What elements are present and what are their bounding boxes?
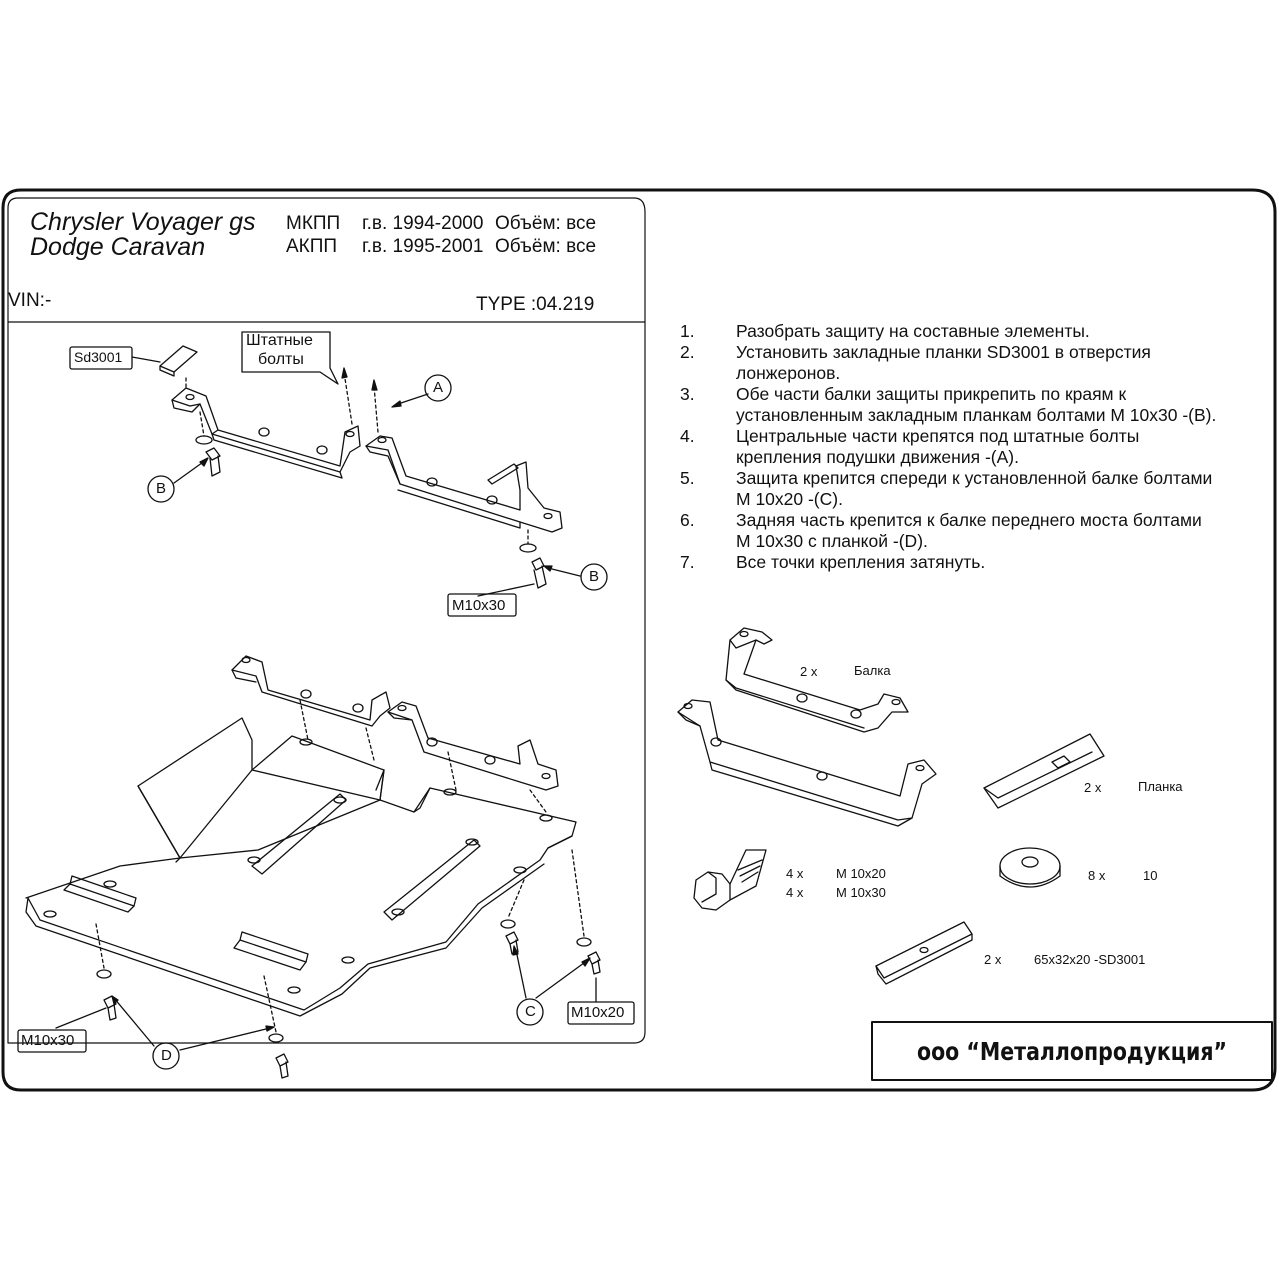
years-1: г.в. 1994-2000: [362, 213, 484, 234]
instruction-item: 7.Все точки крепления затянуть.: [680, 552, 986, 572]
bolt-m10x30-label-bottom: M10x30: [21, 1032, 75, 1049]
callout-a: A: [433, 379, 444, 396]
model-line-2: Dodge Caravan: [30, 233, 206, 261]
insert-name: 65x32x20 -SD3001: [1034, 952, 1146, 967]
left-panel-border: [7, 197, 646, 1044]
outer-border: [1, 188, 1277, 1092]
skid-plate-outline: [137, 717, 253, 859]
sd3001-label: Sd3001: [74, 349, 123, 365]
instruction-item: 6.Задняя часть крепится к балке переднег…: [680, 510, 1202, 551]
vin-label: VIN:-: [8, 290, 52, 311]
insert-qty: 2 x: [984, 952, 1002, 967]
volume-1: Объём: все: [495, 213, 597, 234]
callout-c: C: [525, 1003, 536, 1020]
company-name: ооо “Металлопродукция”: [917, 1036, 1227, 1066]
washer-qty: 8 x: [1088, 868, 1106, 883]
callout-b-right: B: [589, 568, 600, 585]
stock-bolts-label-2: болты: [258, 351, 304, 368]
bolt-size-1: M 10x20: [836, 866, 886, 881]
transmission-1: МКПП: [286, 213, 341, 234]
instruction-item: 4.Центральные части крепятся под штатные…: [680, 426, 1140, 467]
beam-qty: 2 x: [800, 664, 818, 679]
callout-d: D: [161, 1047, 172, 1064]
instruction-list: 1.Разобрать защиту на составные элементы…: [680, 321, 1260, 573]
beam-name: Балка: [854, 663, 891, 678]
stock-bolts-callout-shape: [241, 331, 339, 385]
transmission-2: АКПП: [286, 236, 338, 257]
company-box: [871, 1021, 1273, 1081]
bolt-qty-2: 4 x: [786, 885, 804, 900]
bolt-qty-1: 4 x: [786, 866, 804, 881]
instruction-item: 5.Защита крепится спереди к установленно…: [680, 468, 1213, 509]
bolt-size-2: M 10x30: [836, 885, 886, 900]
instruction-item: 3.Обе части балки защиты прикрепить по к…: [680, 384, 1217, 425]
instruction-item: 1.Разобрать защиту на составные элементы…: [680, 321, 1090, 341]
instruction-item: 2.Установить закладные планки SD3001 в о…: [680, 342, 1151, 383]
plate-name: Планка: [1138, 779, 1183, 794]
type-label: TYPE :04.219: [476, 294, 595, 315]
model-line-1: Chrysler Voyager gs: [30, 208, 256, 236]
callout-b-left: B: [156, 480, 167, 497]
bolt-m10x30-label-top: M10x30: [452, 597, 506, 614]
plate-qty: 2 x: [1084, 780, 1102, 795]
washer-size: 10: [1143, 868, 1158, 883]
stock-bolts-label-1: Штатные: [246, 332, 313, 349]
volume-2: Объём: все: [495, 236, 597, 257]
bolt-m10x20-label: M10x20: [571, 1004, 625, 1021]
years-2: г.в. 1995-2001: [362, 236, 484, 257]
